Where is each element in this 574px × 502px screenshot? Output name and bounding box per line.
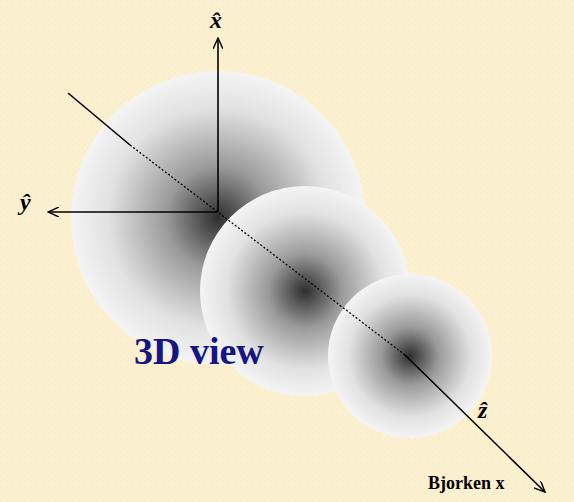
z-axis-front [405,355,545,492]
view-title: 3D view [134,332,264,370]
z-axis-back [68,93,130,145]
axis-label: ẑ [478,398,487,422]
z-axis-dotted [130,145,405,355]
axis-label: ŷ [20,190,31,214]
y-axis [48,211,218,213]
axis-label: x̂ [210,8,222,32]
small-disc [328,274,492,438]
axis-caption: Bjorken x [428,474,505,492]
x-axis [217,38,219,212]
